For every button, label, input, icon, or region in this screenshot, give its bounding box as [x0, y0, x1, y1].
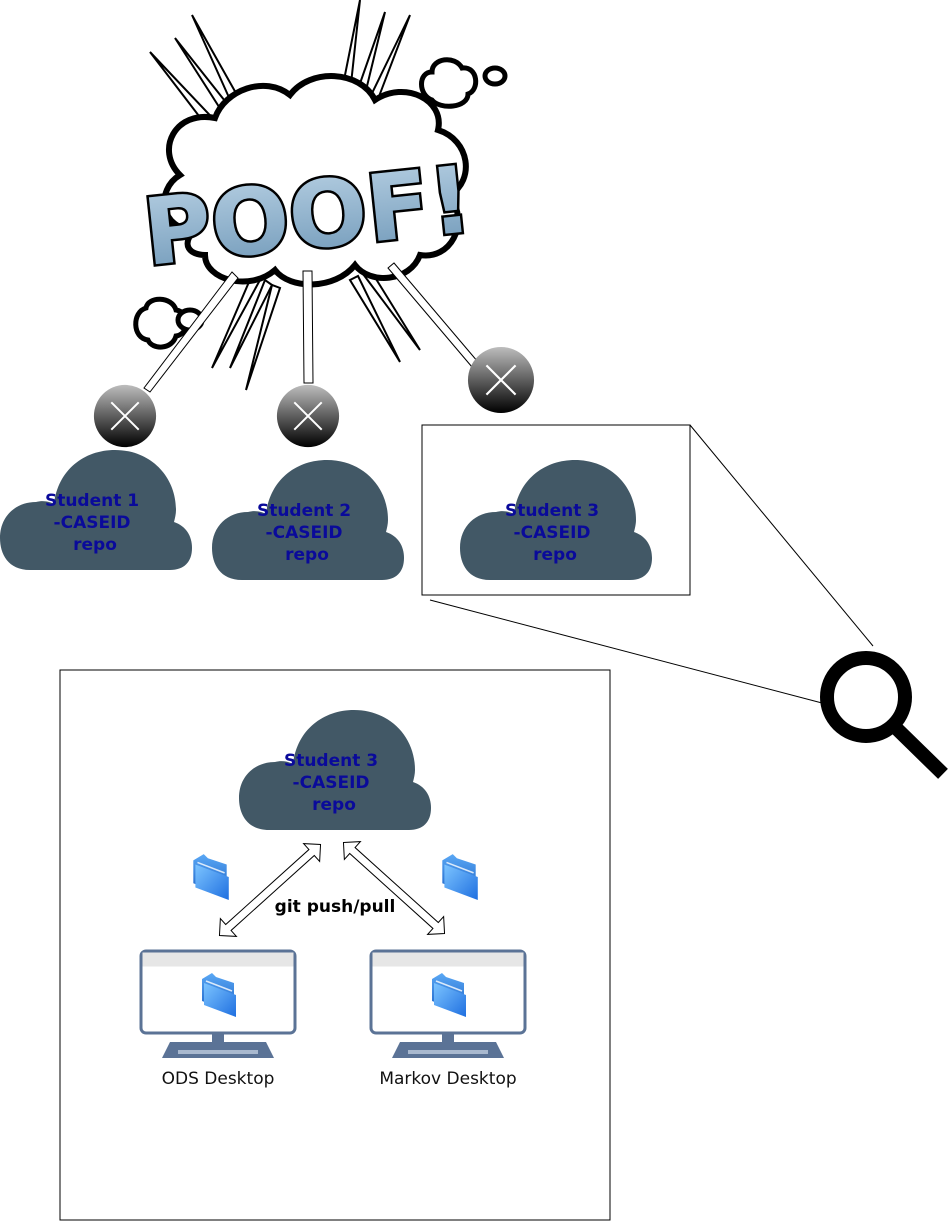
cloud-label-line: Student 2 — [257, 501, 351, 521]
student-2-cloud: Student 2 -CASEID repo — [212, 460, 404, 580]
x-circle-icon — [275, 384, 341, 448]
cloud-label: Student 3 -CASEID repo — [284, 751, 384, 815]
cloud-label-line: Student 3 — [505, 501, 599, 521]
cloud-label-line: repo — [285, 545, 329, 565]
desktop-label: ODS Desktop — [162, 1069, 275, 1089]
cloud-label-line: -CASEID — [266, 523, 343, 543]
student-1-cloud: Student 1 -CASEID repo — [0, 450, 192, 570]
small-puff-right — [419, 57, 508, 109]
markov-desktop: Markov Desktop — [369, 949, 527, 1089]
student-3-cloud: Student 3 -CASEID repo — [460, 460, 652, 580]
git-push-pull-label: git push/pull — [275, 897, 396, 917]
cloud-label-line: repo — [312, 795, 356, 815]
cloud-label-line: Student 3 — [284, 751, 378, 771]
x-circle-icon — [467, 346, 535, 414]
zoom-panel — [59, 669, 611, 1221]
push-pull-arrows — [218, 841, 446, 937]
ods-desktop: ODS Desktop — [139, 949, 297, 1089]
poof-cloud — [161, 73, 469, 288]
cloud-label: Student 2 -CASEID repo — [257, 501, 357, 565]
small-puff-left — [133, 296, 205, 350]
poof-connectors — [143, 262, 479, 393]
double-arrow-right — [342, 841, 446, 935]
zoom-student-cloud: Student 3 -CASEID repo — [239, 710, 431, 830]
burst-rays — [149, 0, 421, 391]
cloud-label-line: repo — [73, 535, 117, 555]
cloud-label-line: -CASEID — [514, 523, 591, 543]
highlight-box — [421, 424, 691, 596]
magnifier-icon — [820, 651, 948, 779]
cloud-label-line: -CASEID — [54, 513, 131, 533]
desktop-label: Markov Desktop — [379, 1069, 516, 1089]
zoom-lines — [429, 424, 874, 704]
cloud-label-line: Student 1 — [45, 491, 139, 511]
cloud-label: Student 1 -CASEID repo — [45, 491, 145, 555]
double-arrow-left — [218, 843, 322, 937]
folder-icon — [192, 853, 229, 900]
cloud-label: Student 3 -CASEID repo — [505, 501, 605, 565]
cloud-label-line: -CASEID — [293, 773, 370, 793]
x-circle-icon — [92, 384, 158, 448]
cloud-label-line: repo — [533, 545, 577, 565]
folder-icon — [441, 853, 478, 900]
